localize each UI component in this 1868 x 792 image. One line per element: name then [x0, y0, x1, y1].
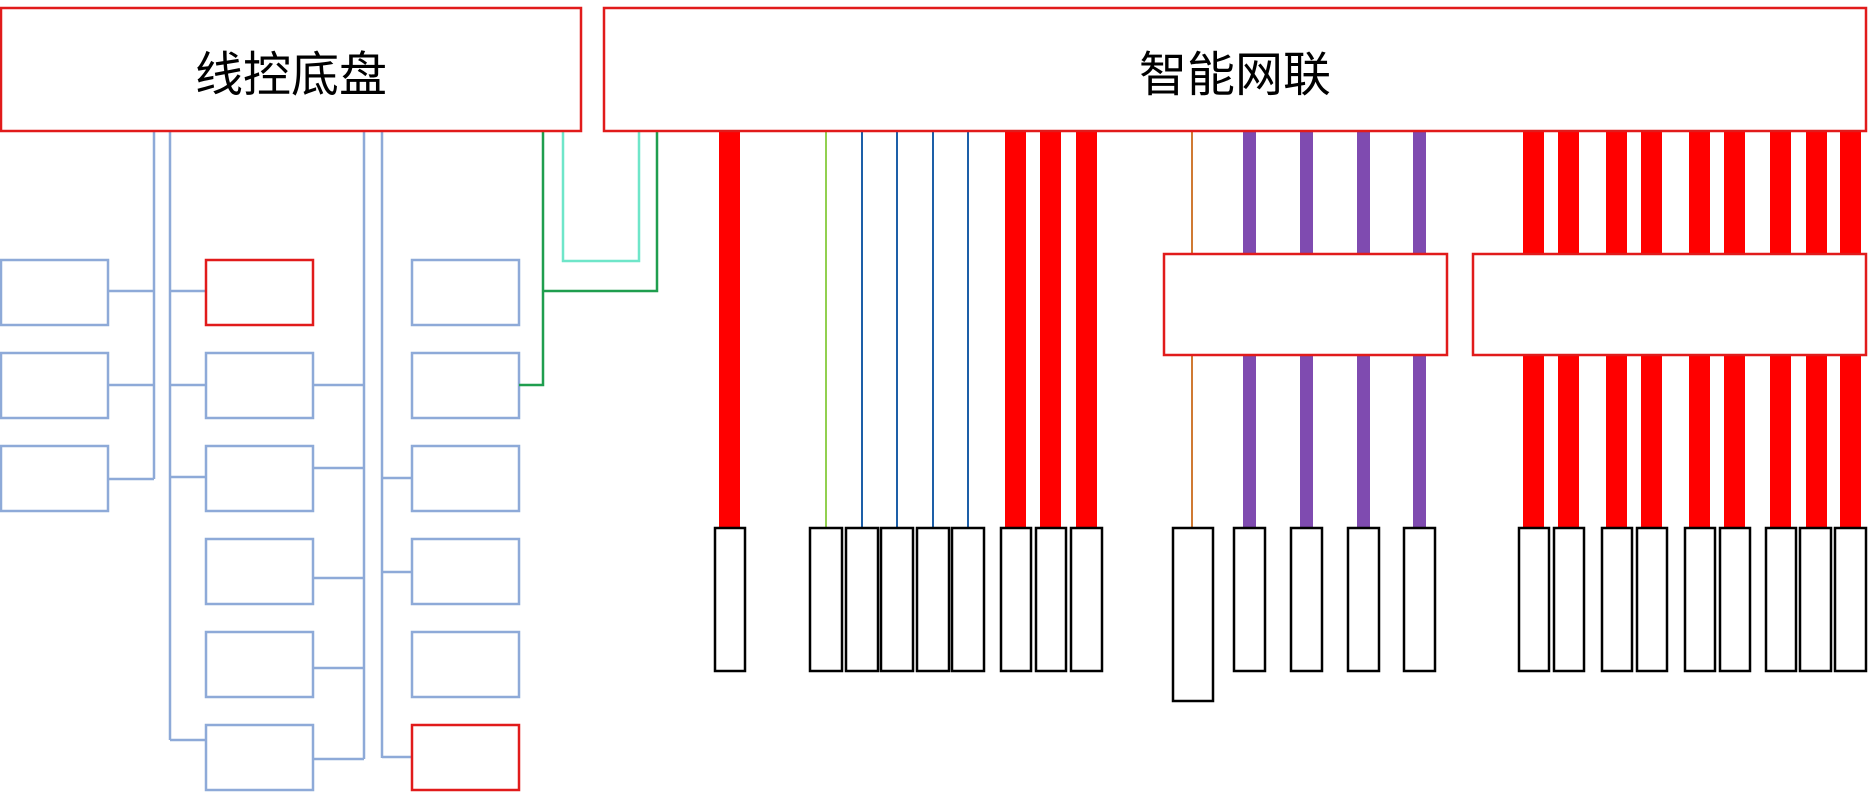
terminal-box: [1402, 526, 1437, 673]
chassis-tree: [108, 132, 412, 761]
module-box: [204, 723, 315, 792]
header-boxes: [0, 6, 1868, 133]
module-box-highlight: [410, 723, 521, 792]
module-box: [204, 630, 315, 699]
terminal-box: [950, 526, 986, 673]
terminal-box: [1517, 526, 1551, 673]
terminal-box: [1552, 526, 1586, 673]
terminal-box: [713, 526, 747, 673]
terminal-box: [808, 526, 844, 673]
module-box: [410, 444, 521, 513]
terminal-box: [1069, 526, 1104, 673]
terminal-box: [1171, 526, 1215, 703]
terminal-box: [1034, 526, 1068, 673]
connected-box: [602, 6, 1868, 133]
module-box: [0, 444, 110, 513]
module-box: [410, 258, 521, 327]
module-box: [0, 258, 110, 327]
terminal-box: [844, 526, 880, 673]
terminal-box: [1764, 526, 1798, 673]
module-box-highlight: [204, 258, 315, 327]
module-box: [410, 537, 521, 606]
terminal-box: [915, 526, 951, 673]
terminal-box: [879, 526, 915, 673]
module-box: [204, 537, 315, 606]
terminal-box: [1635, 526, 1669, 673]
terminal-box: [1718, 526, 1752, 673]
green-link: [519, 132, 545, 387]
module-box: [410, 351, 521, 420]
link-lines: [519, 132, 659, 387]
terminal-box: [1600, 526, 1634, 673]
thin-wires: [825, 132, 1193, 528]
module-box: [0, 351, 110, 420]
drive-by-wire-box: [0, 6, 583, 133]
chassis-boxes: [0, 258, 521, 792]
gateway-box: [1162, 252, 1449, 357]
terminal-box: [1232, 526, 1267, 673]
module-box: [204, 444, 315, 513]
terminal-box: [1798, 526, 1833, 673]
aqua-link: [561, 132, 641, 263]
module-box: [204, 351, 315, 420]
gateway-box: [1471, 252, 1868, 357]
terminal-boxes: [713, 526, 1868, 703]
terminal-box: [1683, 526, 1717, 673]
green-link: [543, 132, 659, 293]
gateway-boxes: [1162, 252, 1868, 357]
terminal-box: [1346, 526, 1381, 673]
terminal-box: [999, 526, 1033, 673]
terminal-box: [1289, 526, 1324, 673]
module-box: [410, 630, 521, 699]
terminal-box: [1833, 526, 1868, 673]
